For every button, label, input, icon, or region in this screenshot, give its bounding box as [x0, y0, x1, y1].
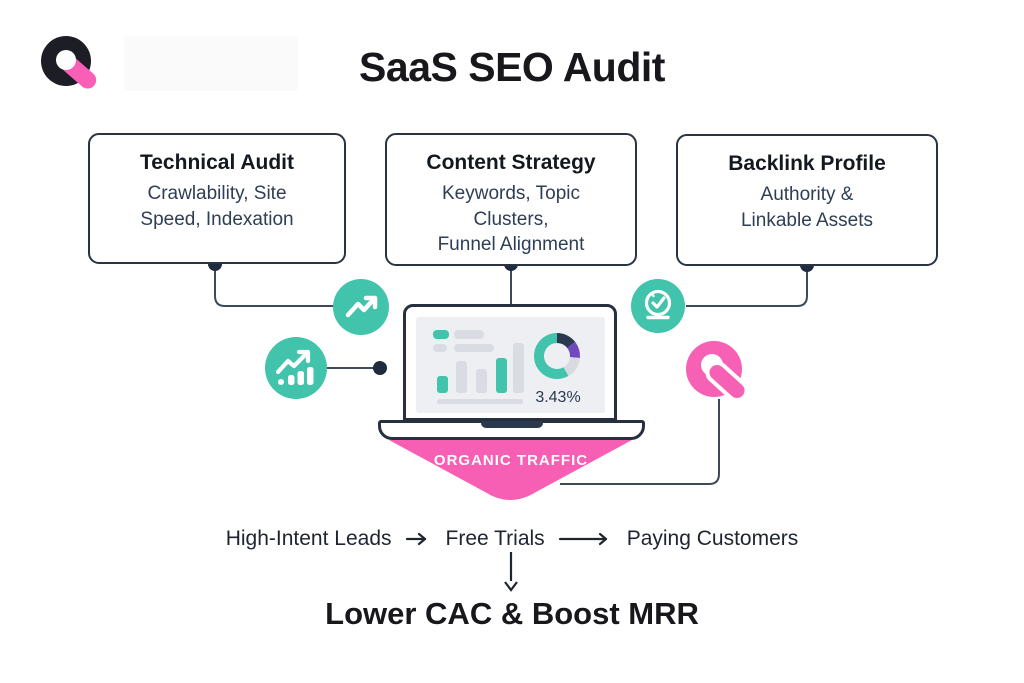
donut-segment-gray [563, 356, 580, 376]
page-title: SaaS SEO Audit [359, 44, 665, 90]
pillar-technical-audit: Technical Audit Crawlability, Site Speed… [88, 133, 346, 264]
arrow-down-head-icon [504, 581, 518, 592]
dashboard-text-bar [433, 344, 447, 352]
flow-step-trials: Free Trials [445, 527, 545, 550]
arrow-right-icon [405, 532, 426, 546]
pillar-details: Keywords, Topic Clusters, Funnel Alignme… [437, 183, 585, 256]
donut-segment-navy [556, 333, 576, 349]
arrow-right-long-icon [558, 532, 607, 546]
dashboard-text-bar [454, 330, 484, 339]
pillar-title: Content Strategy [426, 151, 596, 174]
laptop-notch [481, 421, 543, 428]
trend-up-icon [333, 279, 389, 335]
bar-chart-bar [513, 343, 524, 393]
pillar-content-strategy: Content Strategy Keywords, Topic Cluster… [385, 133, 637, 266]
flow-step-leads: High-Intent Leads [225, 527, 392, 550]
conversion-flow: High-Intent Leads Free Trials Paying Cus… [0, 527, 1024, 551]
outcome-title: Lower CAC & Boost MRR [325, 596, 699, 631]
bar-chart-baseline [437, 399, 523, 404]
pillar-title: Backlink Profile [728, 152, 886, 175]
laptop-dashboard: 3.43% [416, 317, 605, 413]
connector-dot [373, 361, 387, 375]
wire-backlink-to-gauge [686, 265, 808, 307]
conversion-rate-label: 3.43% [535, 389, 581, 406]
bar-chart-bar [496, 358, 507, 393]
dashboard-bullet-teal [433, 330, 449, 339]
donut-segment-purple [566, 341, 580, 359]
dashboard-text-bar [454, 344, 494, 352]
bar-chart-bar [437, 376, 448, 393]
logo-wordmark-placeholder [124, 36, 298, 91]
growth-chart-icon [265, 337, 327, 399]
brand-q-logo-hole [56, 50, 76, 70]
wire-qpink-to-funnel [560, 399, 720, 485]
funnel-label: ORGANIC TRAFFIC [433, 452, 589, 469]
pillar-details: Crawlability, Site Speed, Indexation [140, 183, 294, 230]
flow-step-customers: Paying Customers [626, 527, 799, 550]
wire-technical-to-trend [214, 264, 333, 307]
pillar-title: Technical Audit [139, 151, 294, 174]
pillar-details: Authority & Linkable Assets [740, 184, 874, 231]
donut-segment-teal [534, 333, 569, 379]
bar-chart-bar [476, 369, 487, 393]
donut-chart [534, 333, 580, 379]
gauge-icon [631, 279, 685, 333]
bar-chart-bar [456, 361, 467, 393]
pillar-backlink-profile: Backlink Profile Authority & Linkable As… [676, 134, 938, 266]
